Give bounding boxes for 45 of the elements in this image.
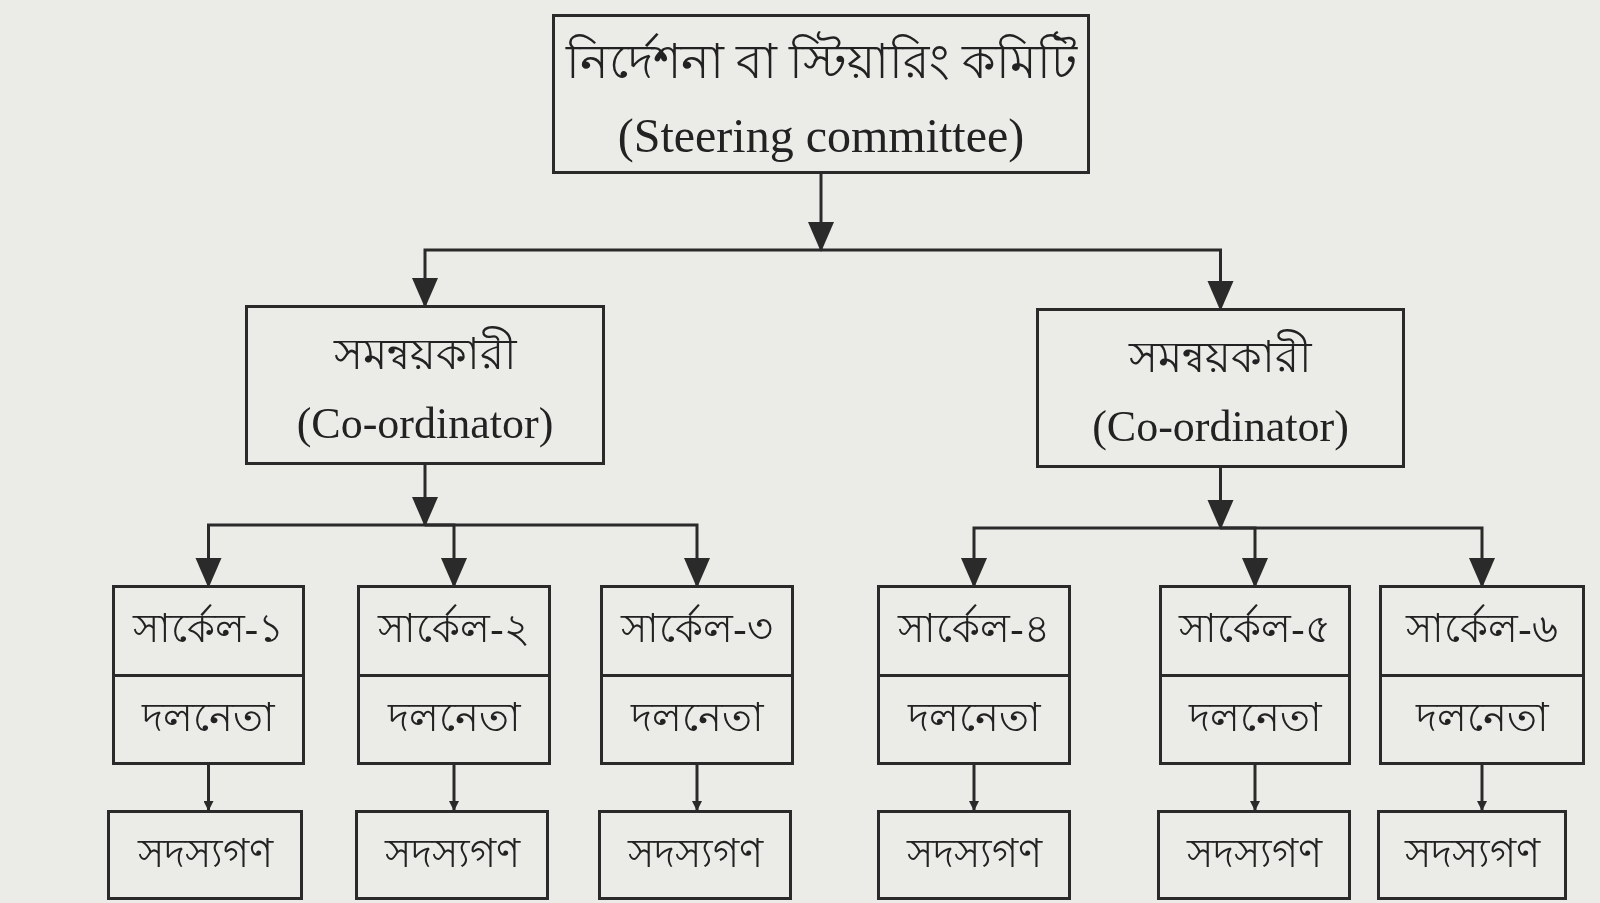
- committee-box: [552, 14, 1090, 174]
- box-subtext: (Steering committee): [617, 109, 1025, 162]
- arrow: [1207, 468, 1234, 530]
- members-box: [1157, 810, 1351, 900]
- arrow: [1250, 765, 1260, 811]
- box-heading: সার্কেল-৬: [1406, 603, 1558, 654]
- box-heading: সদস্যগণ: [384, 830, 520, 876]
- box-subtext: দলনেতা: [1415, 693, 1549, 742]
- team-box: [1159, 585, 1351, 765]
- box-heading: সদস্যগণ: [627, 830, 763, 876]
- members-box: [107, 810, 303, 900]
- team-box: [112, 585, 305, 765]
- members-box: [355, 810, 549, 900]
- arrow: [692, 765, 702, 811]
- arrow: [808, 174, 834, 252]
- box-heading: সদস্যগণ: [1404, 830, 1540, 876]
- arrow: [1477, 765, 1487, 811]
- box-heading: সদস্যগণ: [1186, 830, 1322, 876]
- box-heading: সার্কেল-৫: [1179, 603, 1331, 654]
- box-subtext: (Co-ordinator): [296, 399, 554, 448]
- arrow: [203, 765, 214, 811]
- box-subtext: (Co-ordinator): [1092, 402, 1349, 451]
- members-box: [877, 810, 1071, 900]
- box-subtext: দলনেতা: [1188, 693, 1322, 742]
- coordinator-box: [1036, 308, 1405, 468]
- box-heading: সার্কেল-৩: [621, 603, 773, 654]
- box-heading: সদস্যগণ: [906, 830, 1042, 876]
- members-box: [1377, 810, 1567, 900]
- team-box: [1379, 585, 1585, 765]
- box-heading: সার্কেল-২: [378, 603, 530, 654]
- team-box: [357, 585, 551, 765]
- arrow: [449, 765, 459, 811]
- box-subtext: দলনেতা: [387, 693, 521, 742]
- box-heading: সদস্যগণ: [137, 830, 273, 876]
- box-subtext: দলনেতা: [907, 693, 1041, 742]
- box-subtext: দলনেতা: [142, 693, 275, 742]
- team-box: [600, 585, 794, 765]
- team-box: [877, 585, 1071, 765]
- members-box: [598, 810, 792, 900]
- box-heading: সার্কেল-৪: [898, 603, 1050, 654]
- box-subtext: দলনেতা: [630, 693, 764, 742]
- arrow: [969, 765, 979, 811]
- box-heading: সার্কেল-১: [132, 603, 285, 654]
- coordinator-box: [245, 305, 605, 465]
- arrow: [412, 465, 438, 527]
